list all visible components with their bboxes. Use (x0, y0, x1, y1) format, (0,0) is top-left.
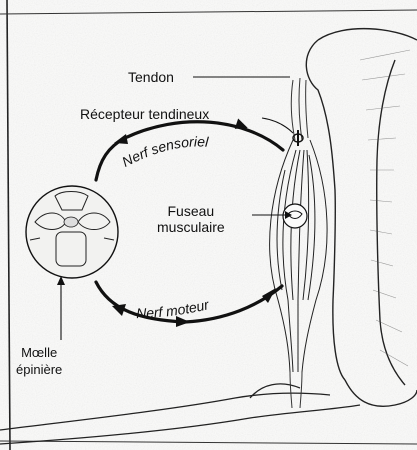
muscle-spindle-label-line2: musculaire (157, 219, 225, 235)
tendon-receptor-label: Récepteur tendineux (80, 106, 209, 122)
spinal-cord-section (26, 186, 118, 278)
spinal-cord-label: Mœlle épinière (16, 344, 62, 378)
spinal-cord-label-line1: Mœlle (16, 344, 62, 361)
tendon-label: Tendon (128, 69, 174, 85)
muscle-spindle-label-line1: Fuseau (157, 203, 225, 219)
spinal-cord-label-line2: épinière (16, 361, 62, 378)
muscle-spindle-label: Fuseau musculaire (157, 203, 225, 235)
